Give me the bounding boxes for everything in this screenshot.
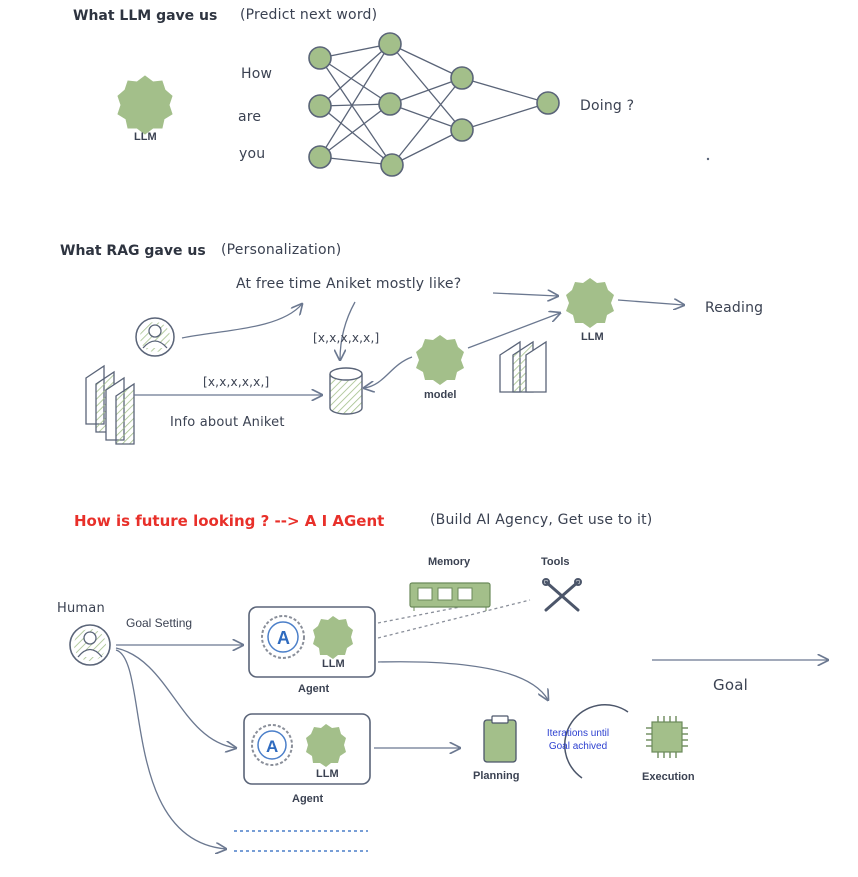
iteration-loop-arc bbox=[564, 704, 629, 779]
model-blob-icon bbox=[416, 335, 464, 385]
agent-logo-icon: A bbox=[261, 615, 305, 659]
model-to-db-arrow bbox=[364, 356, 413, 388]
hidden-node bbox=[450, 118, 474, 142]
rag-llm-label: LLM bbox=[581, 331, 604, 343]
tools-icon bbox=[542, 578, 582, 612]
iterations-label: Iterations until Goal achived bbox=[546, 728, 610, 752]
agent1-llm-blob-icon bbox=[313, 616, 353, 659]
neural-network bbox=[319, 43, 549, 166]
agent1-to-loop-arrow bbox=[377, 661, 548, 700]
human-label: Human bbox=[57, 601, 105, 616]
hidden-node bbox=[378, 32, 402, 56]
agent2-llm-blob-icon bbox=[306, 724, 346, 767]
info-documents-icon bbox=[85, 364, 135, 445]
agent1-box bbox=[248, 606, 376, 678]
question-to-db-arrow bbox=[340, 301, 356, 360]
agent1-label: Agent bbox=[298, 683, 330, 695]
human-avatar-icon bbox=[69, 624, 111, 666]
document-stack-icon bbox=[499, 340, 547, 393]
llm-to-output-arrow bbox=[617, 300, 684, 305]
goal-setting-label: Goal Setting bbox=[126, 616, 193, 630]
stray-dot bbox=[706, 157, 710, 161]
info-about-label: Info about Aniket bbox=[170, 415, 285, 430]
input-node bbox=[308, 46, 332, 70]
human-to-agent2-arrow bbox=[115, 647, 236, 748]
agent-memory-link bbox=[377, 604, 471, 624]
section2-subtitle: (Personalization) bbox=[221, 242, 342, 258]
hidden-node bbox=[380, 153, 404, 177]
agent2-label: Agent bbox=[292, 793, 324, 805]
agent-tools-link bbox=[377, 599, 531, 639]
llm-label: LLM bbox=[134, 131, 157, 143]
section3-subtitle: (Build AI Agency, Get use to it) bbox=[430, 512, 653, 528]
goal-label: Goal bbox=[713, 676, 748, 694]
planning-label: Planning bbox=[473, 770, 520, 782]
hidden-node bbox=[450, 66, 474, 90]
agent-logo-icon: A bbox=[251, 724, 293, 766]
execution-label: Execution bbox=[642, 771, 695, 783]
memory-icon bbox=[409, 582, 491, 611]
tools-label: Tools bbox=[541, 556, 570, 568]
input-word-you: you bbox=[239, 146, 266, 162]
model-to-llm-arrow bbox=[467, 313, 560, 349]
svg-text:A: A bbox=[266, 737, 278, 756]
input-word-are: are bbox=[238, 109, 262, 125]
svg-text:A: A bbox=[277, 628, 290, 648]
section2-title: What RAG gave us bbox=[60, 243, 206, 259]
llm-blob-icon bbox=[117, 75, 173, 135]
vector-top: [x,x,x,x,x,] bbox=[313, 331, 380, 345]
hidden-node bbox=[378, 92, 402, 116]
human-to-more-arrow bbox=[115, 649, 226, 849]
llm-blob-icon bbox=[566, 278, 614, 328]
output-word: Doing ? bbox=[580, 98, 635, 114]
execution-chip-icon bbox=[646, 716, 688, 758]
vector-database-icon bbox=[329, 367, 363, 415]
section1-title: What LLM gave us bbox=[73, 8, 218, 24]
input-word-how: How bbox=[241, 66, 273, 82]
rag-output: Reading bbox=[705, 300, 764, 316]
input-node bbox=[308, 145, 332, 169]
output-node bbox=[536, 91, 560, 115]
network-nodes bbox=[308, 32, 560, 177]
vector-left: [x,x,x,x,x,] bbox=[203, 375, 270, 389]
memory-label: Memory bbox=[428, 556, 471, 568]
agent2-llm-label: LLM bbox=[316, 768, 339, 780]
planning-clipboard-icon bbox=[483, 715, 517, 763]
agent1-llm-label: LLM bbox=[322, 658, 345, 670]
rag-question: At free time Aniket mostly like? bbox=[236, 276, 462, 292]
input-node bbox=[308, 94, 332, 118]
section3-title: How is future looking ? --> A I AGent bbox=[74, 512, 385, 530]
model-label: model bbox=[424, 389, 457, 401]
user-to-question-arrow bbox=[181, 304, 302, 339]
question-to-llm-arrow bbox=[492, 293, 558, 296]
section1-subtitle: (Predict next word) bbox=[240, 7, 378, 23]
user-avatar-icon bbox=[135, 317, 175, 357]
